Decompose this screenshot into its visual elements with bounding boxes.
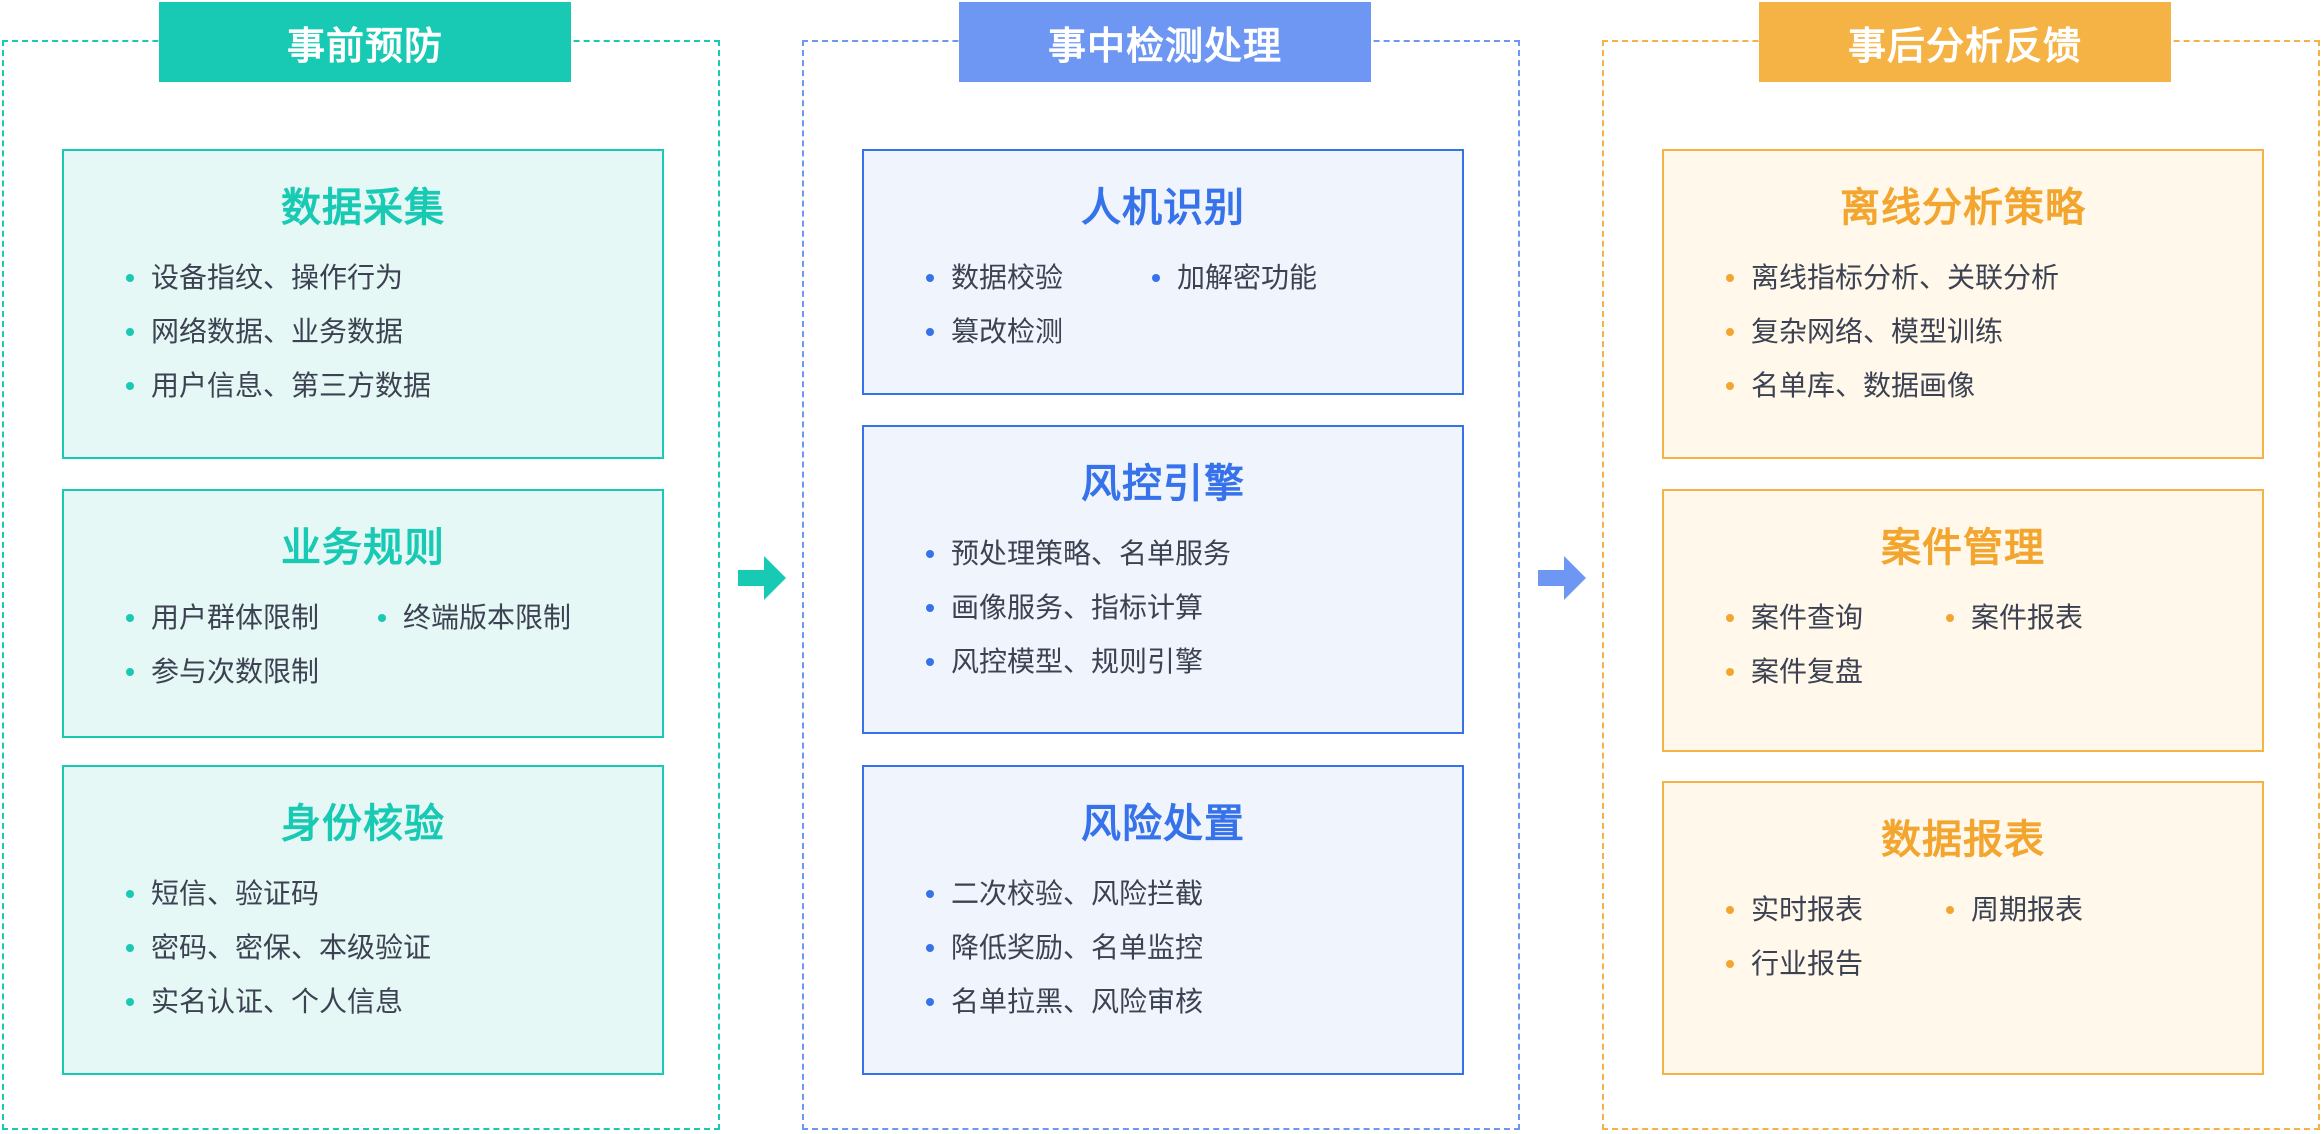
list-item: 案件查询 — [1722, 591, 1863, 645]
list-item: 风控模型、规则引擎 — [922, 635, 1203, 689]
card-human-machine-recognition: 人机识别 数据校验 加解密功能 篡改检测 — [862, 149, 1464, 395]
list-item: 名单库、数据画像 — [1722, 359, 1975, 413]
column-detection: 事中检测处理 人机识别 数据校验 加解密功能 篡改检测 风控引擎 预处理策略、名… — [802, 2, 1520, 1130]
list-item: 行业报告 — [1722, 937, 1863, 991]
list-item: 用户信息、第三方数据 — [122, 359, 431, 413]
list-item: 实时报表 — [1722, 883, 1863, 937]
list-item: 网络数据、业务数据 — [122, 305, 403, 359]
list-item: 名单拉黑、风险审核 — [922, 975, 1203, 1029]
list-item: 案件复盘 — [1722, 645, 1863, 699]
card-case-management: 案件管理 案件查询 案件报表 案件复盘 — [1662, 489, 2264, 752]
list-item: 复杂网络、模型训练 — [1722, 305, 2003, 359]
card-title: 离线分析策略 — [1840, 185, 2086, 231]
list-item: 加解密功能 — [1148, 251, 1317, 305]
card-risk-engine: 风控引擎 预处理策略、名单服务 画像服务、指标计算 风控模型、规则引擎 — [862, 425, 1464, 734]
list-item: 预处理策略、名单服务 — [922, 527, 1231, 581]
card-title: 人机识别 — [1081, 185, 1245, 231]
card-title: 业务规则 — [281, 525, 445, 571]
list-item: 短信、验证码 — [122, 867, 319, 921]
list-item: 案件报表 — [1942, 591, 2083, 645]
card-business-rules: 业务规则 用户群体限制 终端版本限制 参与次数限制 — [62, 489, 664, 738]
list-item: 实名认证、个人信息 — [122, 975, 403, 1029]
list-item: 画像服务、指标计算 — [922, 581, 1203, 635]
list-item: 降低奖励、名单监控 — [922, 921, 1203, 975]
card-title: 身份核验 — [281, 801, 445, 847]
column-feedback: 事后分析反馈 离线分析策略 离线指标分析、关联分析 复杂网络、模型训练 名单库、… — [1602, 2, 2320, 1130]
arrow-right-icon — [738, 556, 786, 600]
card-identity-verification: 身份核验 短信、验证码 密码、密保、本级验证 实名认证、个人信息 — [62, 765, 664, 1075]
column-prevention: 事前预防 数据采集 设备指纹、操作行为 网络数据、业务数据 用户信息、第三方数据… — [2, 2, 720, 1130]
card-risk-handling: 风险处置 二次校验、风险拦截 降低奖励、名单监控 名单拉黑、风险审核 — [862, 765, 1464, 1075]
list-item: 密码、密保、本级验证 — [122, 921, 431, 975]
column-title-detection: 事中检测处理 — [959, 2, 1371, 82]
list-item: 参与次数限制 — [122, 645, 319, 699]
card-title: 数据采集 — [281, 185, 445, 231]
list-item: 数据校验 — [922, 251, 1063, 305]
card-title: 数据报表 — [1881, 817, 2045, 863]
arrow-right-icon — [1538, 556, 1586, 600]
card-title: 风险处置 — [1081, 801, 1245, 847]
card-data-collection: 数据采集 设备指纹、操作行为 网络数据、业务数据 用户信息、第三方数据 — [62, 149, 664, 459]
column-title-prevention: 事前预防 — [159, 2, 571, 82]
card-data-reports: 数据报表 实时报表 周期报表 行业报告 — [1662, 781, 2264, 1075]
list-item: 终端版本限制 — [374, 591, 571, 645]
card-offline-analysis: 离线分析策略 离线指标分析、关联分析 复杂网络、模型训练 名单库、数据画像 — [1662, 149, 2264, 459]
list-item: 周期报表 — [1942, 883, 2083, 937]
list-item: 二次校验、风险拦截 — [922, 867, 1203, 921]
list-item: 用户群体限制 — [122, 591, 319, 645]
card-title: 案件管理 — [1881, 525, 2045, 571]
list-item: 离线指标分析、关联分析 — [1722, 251, 2059, 305]
list-item: 篡改检测 — [922, 305, 1063, 359]
card-title: 风控引擎 — [1081, 461, 1245, 507]
column-title-feedback: 事后分析反馈 — [1759, 2, 2171, 82]
list-item: 设备指纹、操作行为 — [122, 251, 403, 305]
